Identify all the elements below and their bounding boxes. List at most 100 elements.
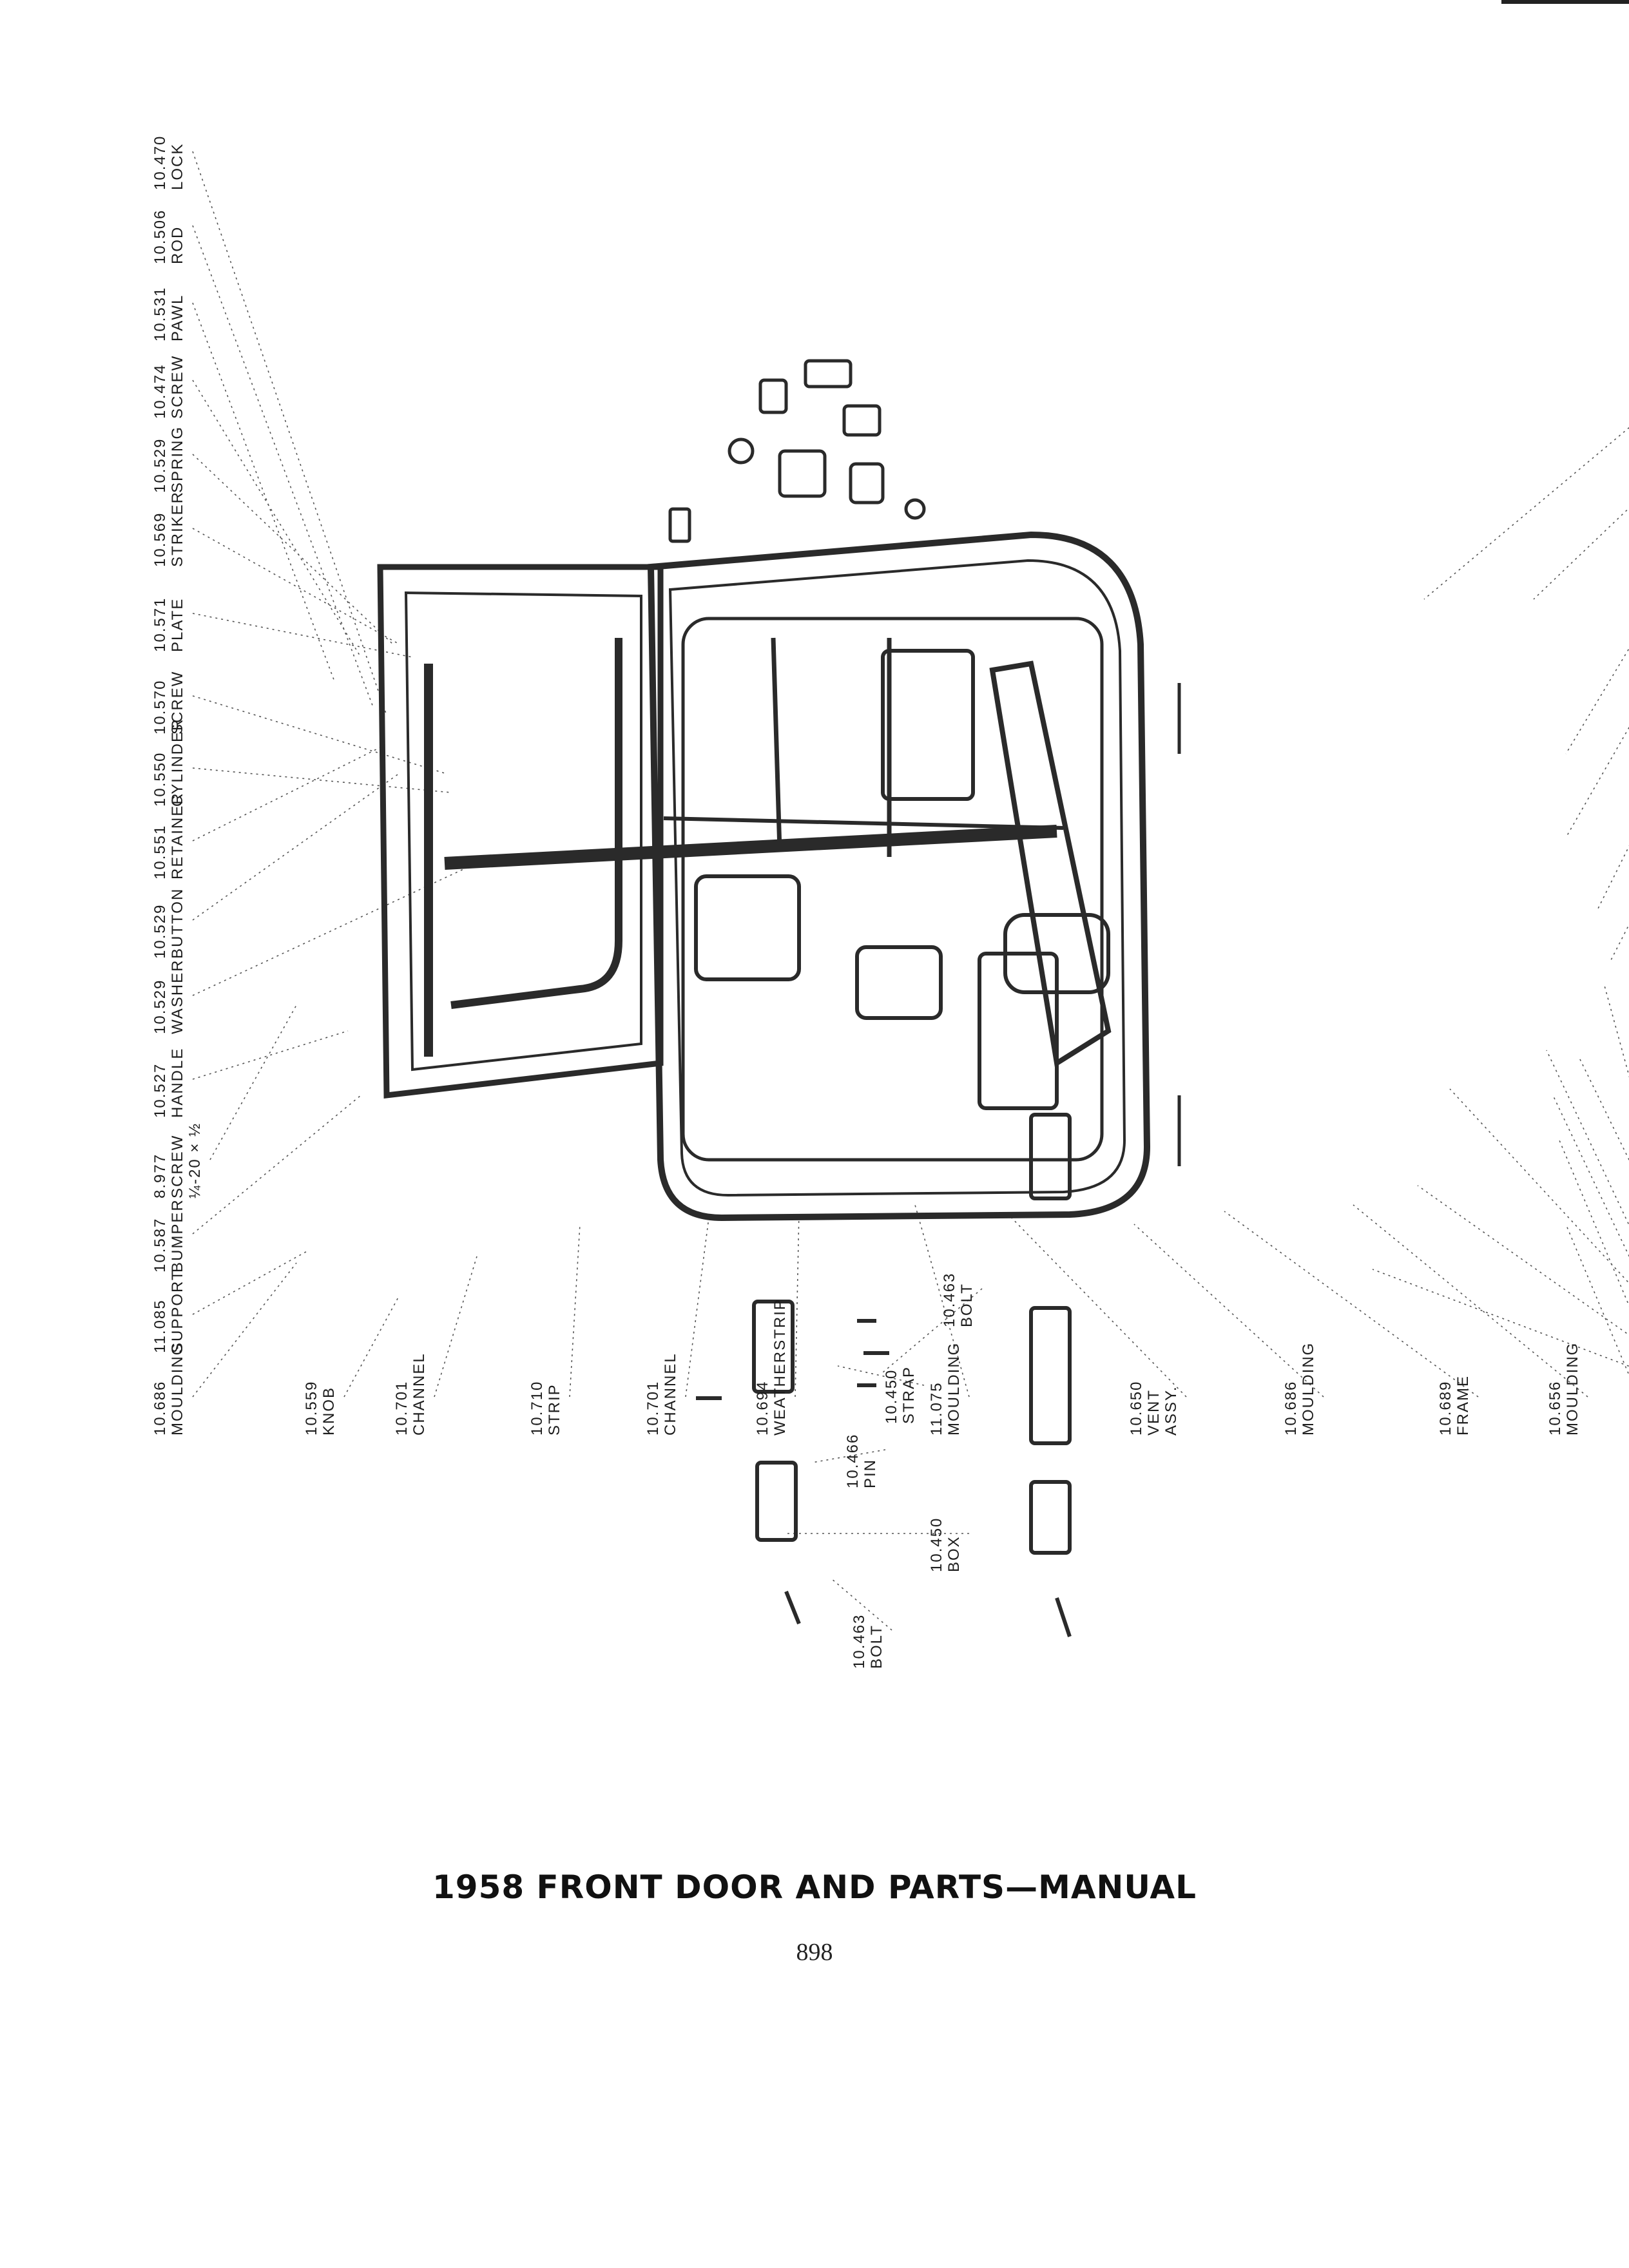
callout-line: 10.506 (151, 209, 169, 264)
callout-line: PLATE (169, 597, 186, 652)
callout-line: 10.531 (151, 286, 169, 341)
leader-line (192, 1262, 297, 1398)
callout-line: PIN (862, 1458, 879, 1488)
leader-line (1133, 1224, 1324, 1398)
lower-cutout (978, 952, 1059, 1110)
callout-line: 10.710 (528, 1380, 546, 1436)
callout-line: MOULDING (169, 1341, 186, 1436)
callout-line: KNOB (320, 1386, 338, 1436)
leader-line (1353, 1204, 1588, 1398)
callout-line: BUMPER (169, 1198, 186, 1273)
leader-line (192, 767, 452, 793)
leader-line (192, 613, 413, 658)
leader-line (192, 747, 381, 841)
leader-line (192, 454, 394, 645)
callout-line: SCREW (169, 670, 186, 735)
leader-line (1565, 648, 1629, 754)
callout-line: 10.450 (883, 1369, 900, 1424)
glass-run-rod (663, 816, 1064, 830)
callout-line: 10.701 (644, 1380, 662, 1436)
callout-line: 10.656 (1547, 1380, 1564, 1436)
callout-line: 10.463 (851, 1613, 868, 1669)
callout-line: STRIKER (169, 490, 186, 567)
callout-line: SCREW (169, 1134, 186, 1198)
leader-line (1565, 1224, 1629, 1376)
callout-line: 10.463 (941, 1272, 958, 1327)
leader-line (192, 528, 400, 645)
callout-line: 10.686 (151, 1380, 169, 1436)
callout-line: BOLT (958, 1283, 976, 1327)
leader-line (685, 1217, 709, 1398)
callout-line: 10.571 (151, 597, 169, 652)
callout-line: HANDLE (169, 1047, 186, 1118)
callout-line: PAWL (169, 294, 186, 341)
callout-line: FRAME (1454, 1375, 1472, 1436)
callout-line: WEATHERSTRIP (771, 1298, 789, 1436)
callout-line: 10.466 (844, 1433, 862, 1488)
leader-line (1423, 427, 1629, 600)
leader-line (1610, 923, 1629, 961)
leader-line (192, 225, 374, 709)
callout-line: 10.650 (1128, 1380, 1145, 1436)
leader-line (1533, 507, 1629, 600)
leader-line (192, 773, 400, 921)
leader-line (343, 1294, 400, 1398)
callout-line: 10.587 (151, 1217, 169, 1273)
leader-line (1565, 726, 1629, 838)
channel-bar (771, 637, 782, 851)
callout-line: VENT (1145, 1389, 1162, 1436)
leader-line (192, 380, 361, 658)
door-outer-shell (647, 531, 1151, 1222)
callout-line: MOULDING (1564, 1341, 1581, 1436)
leader-line (1005, 1211, 1187, 1398)
leader-line (1604, 985, 1629, 1078)
lock-mechanism (694, 874, 801, 981)
callout-line: CHANNEL (410, 1352, 428, 1436)
callout-line: BOLT (868, 1624, 885, 1669)
window-frame-inner (404, 591, 642, 1072)
callout-line: 10.474 (151, 363, 169, 419)
door-panel (377, 359, 1181, 1637)
callout-line: 10.559 (303, 1380, 320, 1436)
hinge-parts (696, 1300, 1072, 1637)
leader-line (1559, 1140, 1629, 1307)
callout-line: CHANNEL (662, 1352, 679, 1436)
callout-line: 11.085 (151, 1299, 169, 1353)
callout-line: SPRING (169, 425, 186, 493)
inner-panel-frame (681, 617, 1104, 1162)
callout-line: 10.529 (151, 903, 169, 959)
leader-line (192, 302, 336, 684)
leader-line (569, 1224, 581, 1398)
window-frame (377, 564, 664, 1099)
callout-line: 10.450 (928, 1517, 945, 1572)
leader-line (1597, 845, 1629, 909)
callout-line: 10.694 (754, 1380, 771, 1436)
leader-line (831, 1578, 892, 1631)
callout-line: 10.529 (151, 979, 169, 1034)
belt-moulding (444, 825, 1057, 870)
callout-line: ¼-20 × ½ (186, 1122, 204, 1198)
